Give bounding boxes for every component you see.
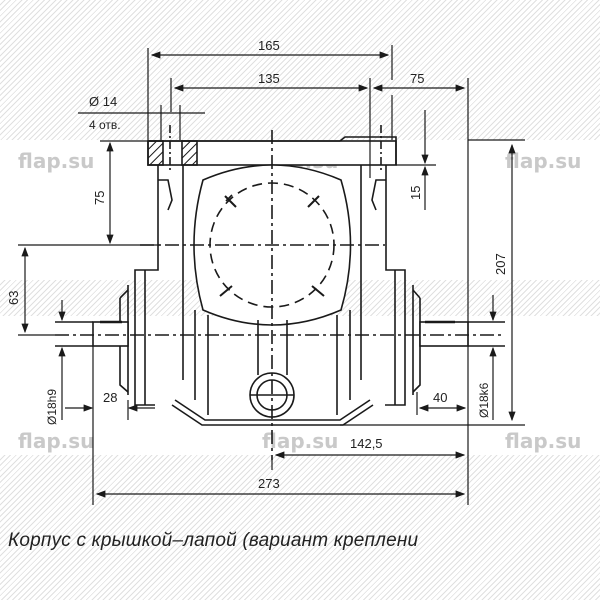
svg-text:flap.su: flap.su bbox=[262, 429, 338, 453]
dim-207: 207 bbox=[493, 253, 508, 275]
dim-75-left: 75 bbox=[92, 191, 107, 205]
background-hatch-top bbox=[0, 0, 600, 140]
centerlines bbox=[55, 125, 505, 460]
dimension-lines bbox=[18, 45, 525, 505]
dim-right-shaft-diameter: Ø18k6 bbox=[477, 382, 491, 418]
dim-135: 135 bbox=[258, 71, 280, 86]
dim-hole-diameter: Ø 14 bbox=[89, 94, 117, 109]
housing-outline bbox=[55, 136, 505, 426]
dim-left-shaft-diameter: Ø18h9 bbox=[45, 389, 59, 425]
dim-28: 28 bbox=[103, 390, 117, 405]
drawing-caption: Корпус с крышкой–лапой (вариант креплени bbox=[8, 530, 419, 551]
dim-75-top: 75 bbox=[410, 71, 424, 86]
svg-text:flap.su: flap.su bbox=[505, 149, 581, 173]
dim-273: 273 bbox=[258, 476, 280, 491]
svg-text:flap.su: flap.su bbox=[18, 429, 94, 453]
flange-section-right bbox=[181, 140, 198, 166]
svg-text:flap.su: flap.su bbox=[18, 149, 94, 173]
dim-15: 15 bbox=[408, 186, 423, 200]
dim-63: 63 bbox=[6, 291, 21, 305]
dim-hole-count: 4 отв. bbox=[89, 118, 121, 132]
svg-text:flap.su: flap.su bbox=[505, 429, 581, 453]
flange-section-left bbox=[147, 140, 164, 166]
background-hatch-bottom bbox=[0, 455, 600, 600]
dim-165: 165 bbox=[258, 38, 280, 53]
dim-40: 40 bbox=[433, 390, 447, 405]
dim-142-5: 142,5 bbox=[350, 436, 383, 451]
dimension-labels: 165 135 75 Ø 14 4 отв. 75 15 63 207 Ø18h… bbox=[6, 38, 508, 491]
